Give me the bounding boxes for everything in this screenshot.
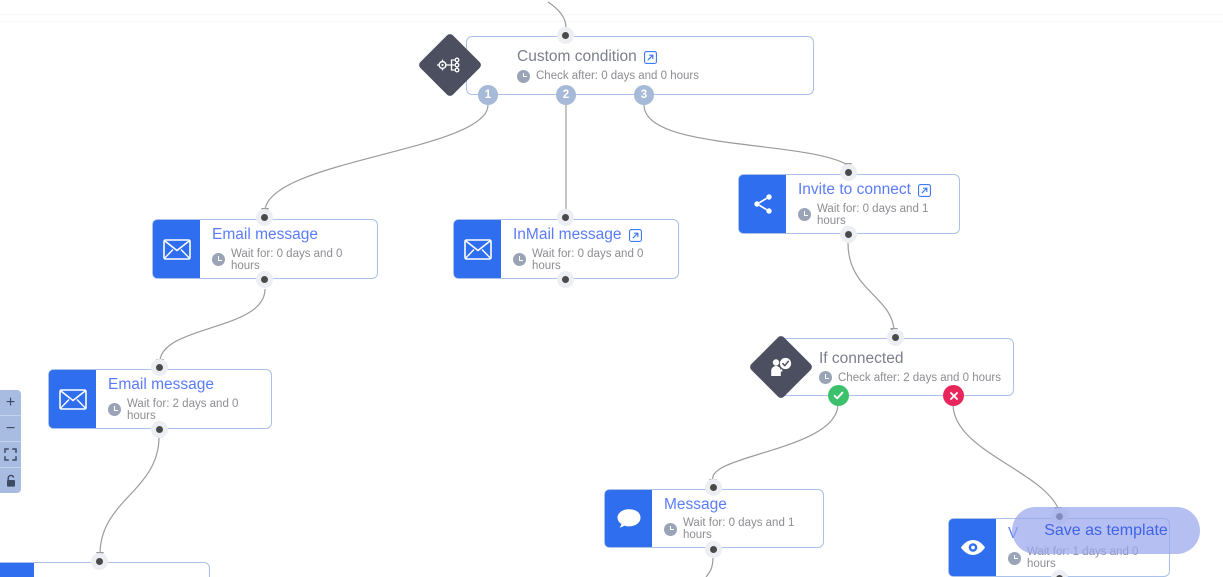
check-icon [833,391,844,400]
node-input-port[interactable] [151,359,168,376]
share-icon [739,175,786,233]
zoom-in-button[interactable]: + [0,390,21,416]
clock-icon [819,371,832,385]
zoom-toolbar[interactable]: + − [0,390,21,493]
node-output-port[interactable] [151,421,168,438]
node-if-connected[interactable]: If connected Check after: 2 days and 0 h… [776,338,1014,396]
save-as-template-label: Save as template [1044,521,1168,539]
lock-button[interactable] [0,468,21,493]
node-custom-condition-title-row: Custom condition [517,48,801,66]
clock-icon [664,522,677,536]
node-email-message-1-title-row: Email message [212,226,365,244]
node-custom-condition-subtitle-row: Check after: 0 days and 0 hours [517,69,801,83]
fit-screen-icon [4,448,17,461]
node-input-port[interactable] [705,479,722,496]
clock-icon [1008,551,1021,565]
output-port-1[interactable]: 1 [478,85,498,105]
node-subtitle: Wait for: 0 days and 0 hours [231,247,343,272]
node-input-port[interactable] [557,209,574,226]
node-inmail-message-body: InMail message Wait for: 0 days and 0 ho… [501,220,678,278]
node-output-port[interactable] [256,271,273,288]
node-subtitle: Wait for: 0 days and 1 hours [817,202,929,227]
eye-icon [949,519,996,576]
node-output-port[interactable] [1051,570,1068,577]
canvas-top-rule-2 [0,21,1223,22]
clock-icon [517,69,530,83]
canvas-top-rule [0,14,1223,15]
node-invite-to-connect-title-row: Invite to connect [798,181,947,199]
node-title: InMail message [513,226,622,244]
node-input-port[interactable] [557,27,574,44]
node-title: Email message [108,376,214,394]
node-title: If connected [819,349,904,367]
node-invite-to-connect[interactable]: Invite to connect Wait for: 0 days and 1… [738,174,960,234]
condition-gear-branch-icon [427,42,473,88]
node-email-message-2-title-row: Email message [108,376,259,394]
zoom-in-label: + [5,393,16,411]
node-title: Message [664,495,727,513]
node-input-port[interactable] [256,209,273,226]
node-inmail-message[interactable]: InMail message Wait for: 0 days and 0 ho… [453,219,679,279]
node-email-message-2-body: Email message Wait for: 2 days and 0 hou… [96,370,271,428]
node-title: Invite to connect [798,181,911,199]
node-subtitle: Wait for: 0 days and 0 hours [532,247,644,272]
node-output-port[interactable] [840,226,857,243]
node-output-port[interactable] [705,541,722,558]
zoom-out-label: − [5,419,16,437]
node-subtitle: Wait for: 2 days and 0 hours [127,397,239,422]
output-port-3[interactable]: 3 [634,85,654,105]
node-input-port[interactable] [887,329,904,346]
lock-icon [6,474,15,487]
node-subtitle: Check after: 2 days and 0 hours [838,371,1002,384]
node-invite-to-connect-subtitle-row: Wait for: 0 days and 1 hours [798,203,947,227]
output-port-2[interactable]: 2 [556,85,576,105]
clock-icon [798,208,811,222]
close-icon [949,391,958,400]
node-message-subtitle-row: Wait for: 0 days and 1 hours [664,517,811,541]
person-check-icon [758,344,804,390]
envelope-icon [153,220,200,278]
node-if-connected-subtitle-row: Check after: 2 days and 0 hours [819,371,1002,385]
external-link-icon[interactable] [643,50,657,64]
node-if-connected-body: If connected Check after: 2 days and 0 h… [777,339,1013,395]
node-message-body: Message Wait for: 0 days and 1 hours [652,490,823,547]
external-link-icon[interactable] [917,183,931,197]
node-title: Custom condition [517,48,637,66]
node-output-port[interactable] [557,271,574,288]
clock-icon [108,403,121,417]
node-subtitle: Check after: 0 days and 0 hours [536,70,700,83]
external-link-icon[interactable] [628,228,642,242]
node-email-message-2[interactable]: Email message Wait for: 2 days and 0 hou… [48,369,272,429]
save-as-template-button[interactable]: Save as template [1012,507,1200,554]
node-subtitle: Wait for: 0 days and 1 hours [683,517,795,542]
node-offscreen-bottom-left-body [34,563,209,577]
node-input-port[interactable] [91,553,108,570]
chat-bubble-icon [605,490,652,547]
node-inmail-message-title-row: InMail message [513,226,666,244]
node-inmail-message-subtitle-row: Wait for: 0 days and 0 hours [513,248,666,272]
node-email-message-2-subtitle-row: Wait for: 2 days and 0 hours [108,398,259,422]
node-input-port[interactable] [840,164,857,181]
clock-icon [513,253,526,267]
node-title: Email message [212,226,318,244]
fit-screen-button[interactable] [0,442,21,468]
branch-no-badge[interactable] [943,385,964,406]
branch-yes-badge[interactable] [828,385,849,406]
node-custom-condition-body: Custom condition Check after: 0 days and… [467,37,813,94]
zoom-out-button[interactable]: − [0,416,21,442]
node-icon-placeholder [0,563,34,577]
envelope-icon [49,370,96,428]
node-email-message-1-subtitle-row: Wait for: 0 days and 0 hours [212,248,365,272]
node-email-message-1-body: Email message Wait for: 0 days and 0 hou… [200,220,377,278]
node-message[interactable]: Message Wait for: 0 days and 1 hours [604,489,824,548]
envelope-icon [454,220,501,278]
clock-icon [212,253,225,267]
node-email-message-1[interactable]: Email message Wait for: 0 days and 0 hou… [152,219,378,279]
node-message-title-row: Message [664,496,811,514]
node-invite-to-connect-body: Invite to connect Wait for: 0 days and 1… [786,175,959,233]
node-if-connected-title-row: If connected [819,350,1001,368]
